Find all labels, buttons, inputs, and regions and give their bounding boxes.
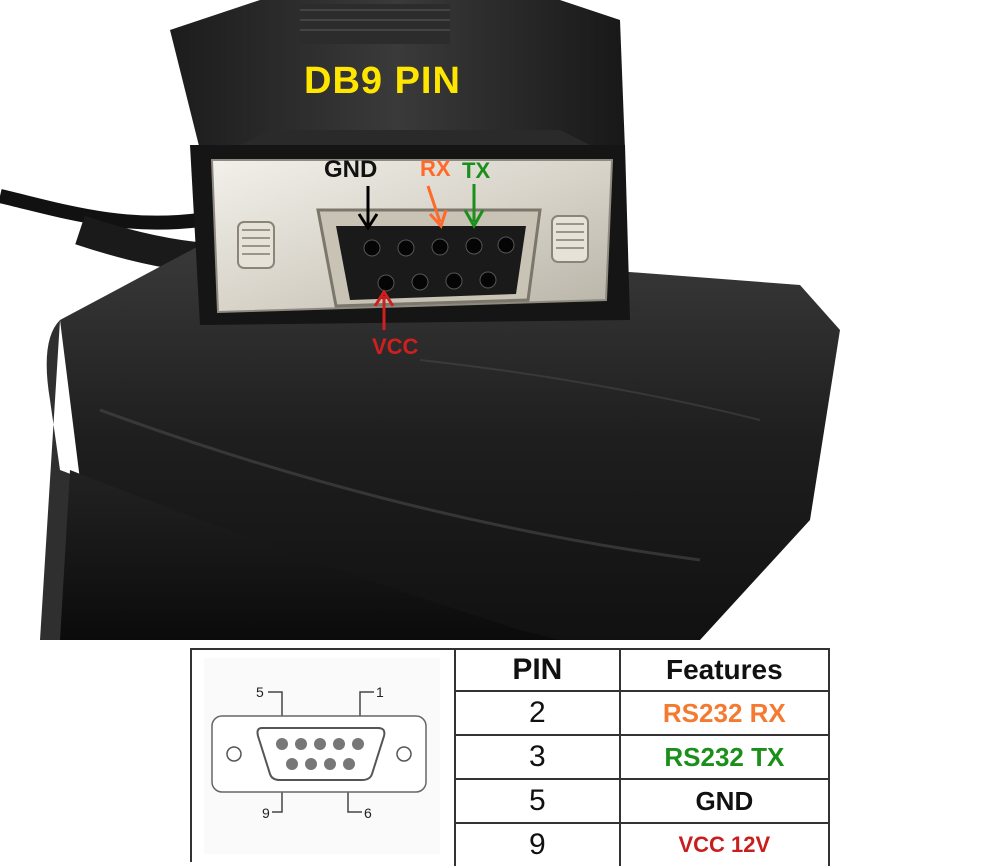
gnd-arrow	[357, 186, 379, 231]
pin-number: 3	[454, 734, 621, 779]
vcc-label: VCC	[372, 334, 419, 359]
pinout-reference: 5 1 9 6 PIN Features 2 RS232 RX	[190, 648, 831, 866]
product-photo: DB9 PIN GND RX TX VCC	[0, 0, 840, 640]
left-screw	[237, 221, 275, 269]
connector-title: DB9 PIN	[304, 60, 461, 102]
pin-feature: RS232 TX	[618, 734, 831, 779]
pin-number: 2	[454, 690, 621, 735]
pin-feature: VCC 12V	[618, 822, 831, 866]
table-row: 9 VCC 12V	[454, 822, 831, 866]
pin-column-header: PIN	[454, 648, 621, 691]
tx-arrow	[463, 184, 485, 230]
table-row: 2 RS232 RX	[454, 690, 831, 735]
diagram-pin-label: 6	[364, 805, 372, 821]
pin-number: 9	[454, 822, 621, 866]
pin-number: 5	[454, 778, 621, 823]
features-column-header: Features	[618, 648, 831, 691]
pin-function-table: PIN Features 2 RS232 RX 3 RS232 TX 5 GND…	[454, 648, 831, 866]
pin-feature: RS232 RX	[618, 690, 831, 735]
connector-illustration	[0, 0, 840, 640]
db9-pin-diagram: 5 1 9 6	[190, 648, 454, 862]
table-row: 5 GND	[454, 778, 831, 823]
diagram-pin-label: 5	[256, 684, 264, 700]
gnd-label: GND	[324, 156, 378, 183]
pin-feature: GND	[618, 778, 831, 823]
right-screw	[551, 215, 589, 263]
diagram-pin-label: 1	[376, 684, 384, 700]
tx-label: TX	[462, 158, 491, 183]
rx-arrow	[426, 185, 448, 229]
pin-holes	[363, 236, 515, 292]
table-header-row: PIN Features	[454, 648, 831, 691]
rx-label: RX	[420, 156, 451, 181]
table-row: 3 RS232 TX	[454, 734, 831, 779]
vcc-arrow	[373, 289, 395, 330]
diagram-pin-label: 9	[262, 805, 270, 821]
